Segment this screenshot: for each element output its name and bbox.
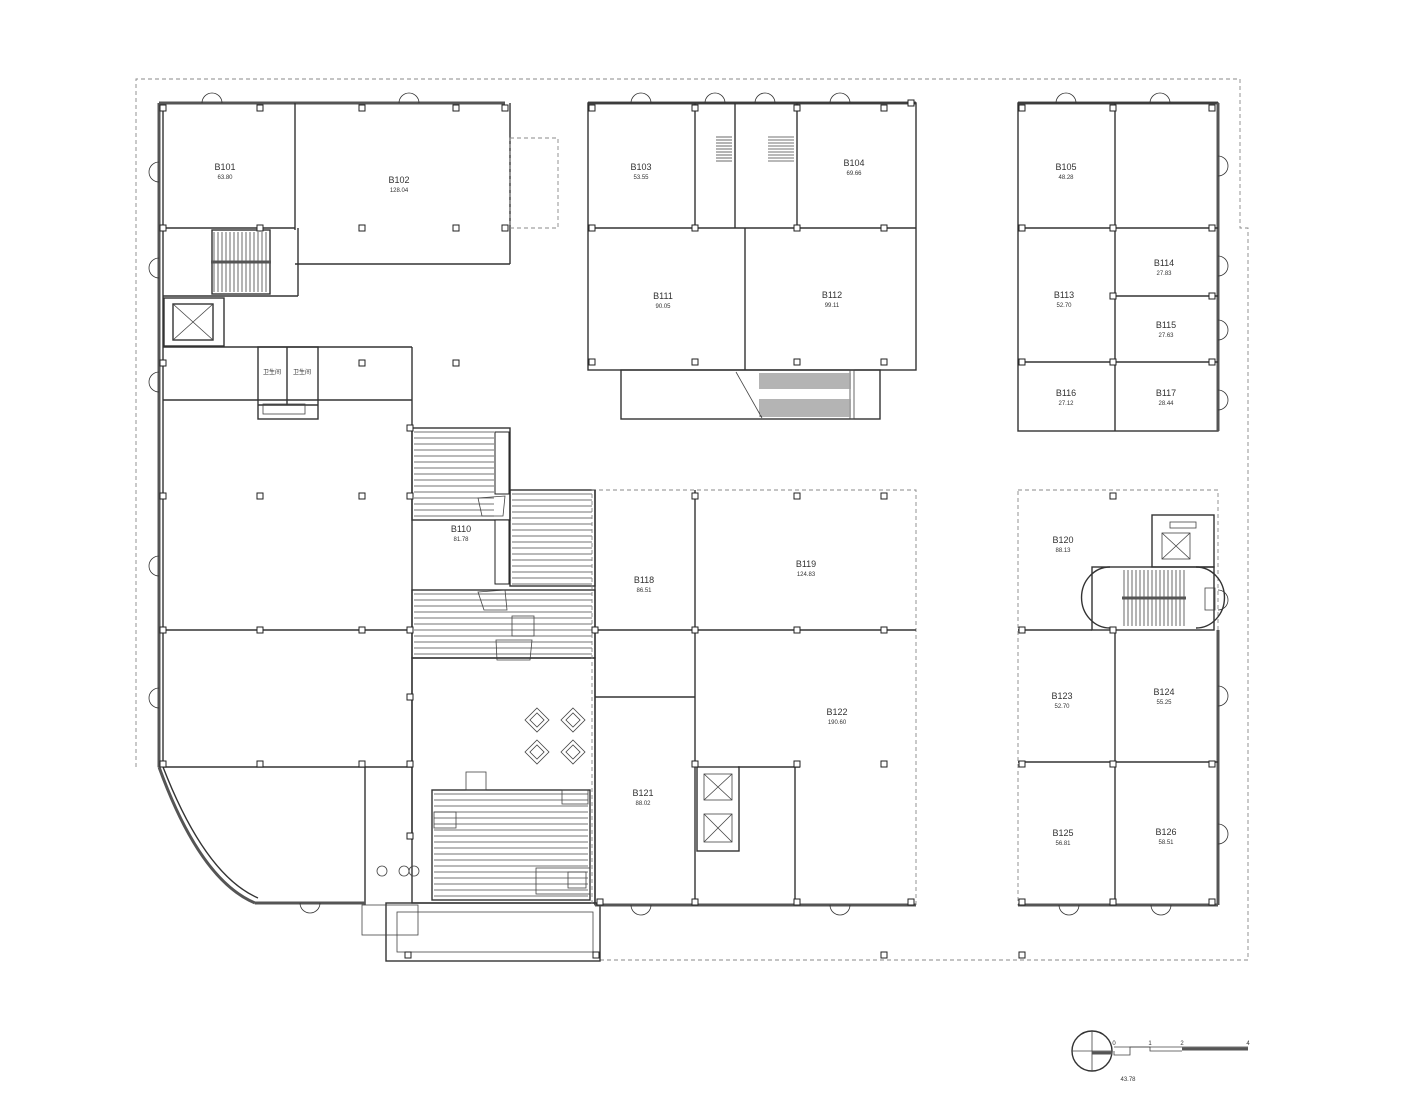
doors [148, 92, 1229, 916]
room-area: 27.83 [1156, 271, 1172, 277]
room-id: B125 [1052, 828, 1073, 838]
left-block-walls [157, 101, 559, 905]
room-id: B118 [634, 575, 654, 585]
room-area: 86.51 [636, 588, 652, 594]
room-id: B123 [1051, 691, 1072, 701]
room-id: B110 [451, 524, 471, 534]
room-id: B104 [843, 158, 864, 168]
room-area: 52.70 [1054, 704, 1070, 710]
scale-bar: 0 1 2 4 43.78 [1112, 1041, 1250, 1083]
middle-lower-block [591, 489, 917, 907]
room-id: B114 [1154, 258, 1174, 268]
middle-upper-block [587, 101, 917, 420]
scale-tick: 2 [1180, 1041, 1184, 1047]
svg-text:卫生间: 卫生间 [263, 368, 281, 376]
room-area: 63.80 [217, 175, 233, 181]
room-area: 88.02 [635, 801, 651, 807]
room-id: B124 [1153, 687, 1174, 697]
room-area: 48.28 [1058, 175, 1074, 181]
room-id: B115 [1156, 320, 1176, 330]
room-area: 81.78 [453, 537, 469, 543]
room-area: 56.81 [1055, 841, 1071, 847]
room-id: B122 [826, 707, 847, 717]
room-id: B112 [822, 290, 842, 300]
room-id: B116 [1056, 388, 1076, 398]
site-boundary [135, 78, 1249, 961]
room-area: 90.05 [655, 304, 671, 310]
room-id: B102 [388, 175, 409, 185]
lower-central-area [361, 657, 601, 962]
room-area: 58.51 [1158, 840, 1174, 846]
room-area: 55.25 [1156, 700, 1172, 706]
central-stair-block [411, 427, 596, 661]
room-area: 28.44 [1158, 401, 1174, 407]
room-id: B105 [1055, 162, 1076, 172]
left-stair [211, 229, 271, 295]
north-arrow [1071, 1030, 1113, 1072]
room-area: 52.70 [1056, 303, 1072, 309]
room-area: 99.11 [825, 303, 840, 309]
toilet-block: 卫生间 卫生间 [257, 346, 319, 420]
svg-text:卫生间: 卫生间 [293, 368, 311, 376]
room-area: 128.04 [390, 188, 409, 194]
room-id: B111 [653, 291, 673, 301]
scale-tick: 4 [1246, 1041, 1250, 1047]
scale-tick: 1 [1148, 1041, 1152, 1047]
room-area: 69.66 [846, 171, 862, 177]
right-upper-block [1017, 101, 1220, 432]
room-id: B120 [1052, 535, 1073, 545]
room-id: B119 [796, 559, 816, 569]
room-id: B113 [1054, 290, 1074, 300]
room-area: 88.13 [1055, 548, 1071, 554]
room-area: 53.55 [633, 175, 649, 181]
room-id: B103 [630, 162, 651, 172]
scale-tick: 0 [1112, 1041, 1116, 1047]
room-id: B101 [214, 162, 235, 172]
room-labels: B101 63.80 B102 128.04 B103 53.55 B104 6… [214, 158, 1176, 847]
structural-columns [159, 99, 1216, 959]
room-id: B126 [1155, 827, 1176, 837]
room-id: B117 [1156, 388, 1176, 398]
scale-value: 43.78 [1120, 1077, 1136, 1083]
room-area: 190.60 [828, 720, 847, 726]
room-area: 27.63 [1158, 333, 1174, 339]
room-area: 124.83 [797, 572, 816, 578]
right-lower-block [1017, 489, 1226, 907]
room-area: 27.12 [1058, 401, 1074, 407]
room-id: B121 [632, 788, 653, 798]
